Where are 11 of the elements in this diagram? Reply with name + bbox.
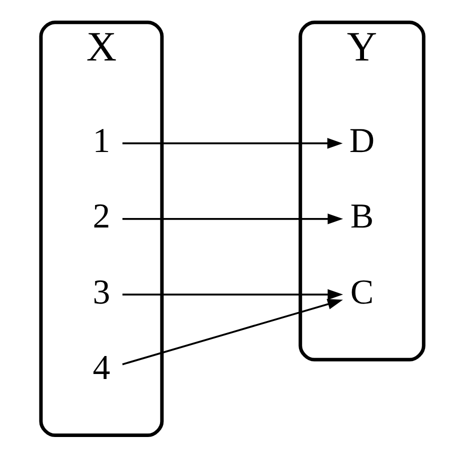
node-text: B bbox=[350, 196, 374, 236]
node-text: 2 bbox=[92, 196, 110, 236]
node-text: 1 bbox=[92, 121, 110, 160]
arrow bbox=[122, 298, 342, 366]
arrow bbox=[122, 138, 342, 149]
arrow bbox=[122, 289, 343, 300]
arrow bbox=[122, 214, 343, 224]
node-text: D bbox=[348, 121, 374, 160]
node-text: 4 bbox=[92, 348, 110, 387]
node-text: 3 bbox=[92, 272, 110, 312]
node-text: C bbox=[350, 272, 374, 312]
